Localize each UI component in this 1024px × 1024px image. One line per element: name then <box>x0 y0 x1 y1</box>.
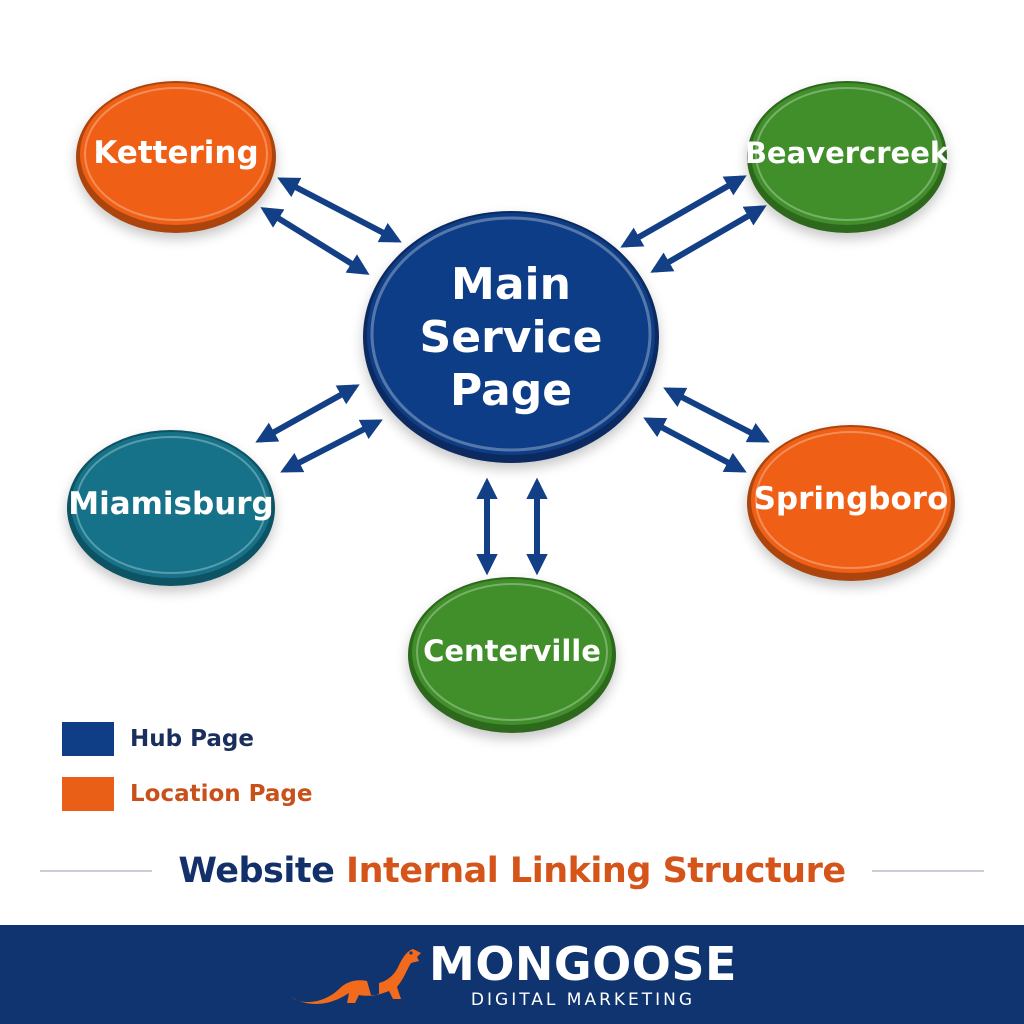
title-rule-right <box>871 870 984 872</box>
kettering-node-label: Kettering <box>93 135 258 171</box>
kettering-node: Kettering <box>76 81 276 233</box>
legend-swatch-location <box>62 777 114 811</box>
hub-node-label-line: Page <box>450 365 572 416</box>
beavercreek-node-fill <box>751 83 943 225</box>
legend-label-location: Location Page <box>130 781 313 807</box>
springboro-link-arrow-2 <box>643 417 747 473</box>
miamisburg-node-ring <box>75 436 267 574</box>
miamisburg-node-fill <box>71 432 271 578</box>
kettering-node-ring <box>84 87 268 221</box>
centerville-node-label: Centerville <box>423 634 601 668</box>
beavercreek-link-arrow-2 <box>650 205 767 273</box>
centerville-node-ring <box>416 583 608 721</box>
legend-item-hub: Hub Page <box>62 722 254 756</box>
kettering-link-arrow-2 <box>260 207 370 275</box>
title-rule-left <box>40 870 153 872</box>
springboro-link-arrow-1 <box>663 387 770 443</box>
page-title: Website Internal Linking Structure <box>178 851 846 891</box>
centerville-node: Centerville <box>408 577 616 733</box>
mongoose-icon <box>291 948 422 1004</box>
hub-node-ring <box>370 216 652 452</box>
miamisburg-node-label: Miamisburg <box>68 486 274 522</box>
beavercreek-node-label: Beavercreek <box>745 136 950 170</box>
title-part-website: Website <box>178 851 335 891</box>
hub-node-label-line: Service <box>420 312 603 363</box>
brand-tagline: DIGITAL MARKETING <box>470 989 696 1010</box>
miamisburg-link-arrow-2 <box>280 419 383 473</box>
beavercreek-link-arrow-1 <box>620 175 747 248</box>
centerville-node-fill <box>412 579 612 725</box>
footer-bar: MONGOOSE DIGITAL MARKETING <box>0 925 1024 1024</box>
springboro-node-ring <box>755 431 947 569</box>
kettering-node-fill <box>80 83 272 225</box>
beavercreek-node-ring <box>755 87 939 221</box>
legend-label-hub: Hub Page <box>130 726 254 752</box>
title-part-internal-linking: Internal Linking Structure <box>346 851 846 891</box>
beavercreek-node: Beavercreek <box>745 81 950 233</box>
brand-wordmark: MONGOOSE DIGITAL MARKETING <box>429 939 737 1011</box>
legend-swatch-hub <box>62 722 114 756</box>
hub-node-label-line: Main <box>451 259 571 310</box>
springboro-node-label: Springboro <box>754 481 949 517</box>
diagram-title: Website Internal Linking Structure <box>0 840 1024 902</box>
springboro-node: Springboro <box>747 425 955 581</box>
legend-item-location: Location Page <box>62 777 313 811</box>
brand-name: MONGOOSE <box>429 936 737 991</box>
miamisburg-node: Miamisburg <box>67 430 275 586</box>
miamisburg-link-arrow-1 <box>255 384 360 443</box>
springboro-node-fill <box>751 427 951 573</box>
hub-node-fill <box>367 213 655 455</box>
